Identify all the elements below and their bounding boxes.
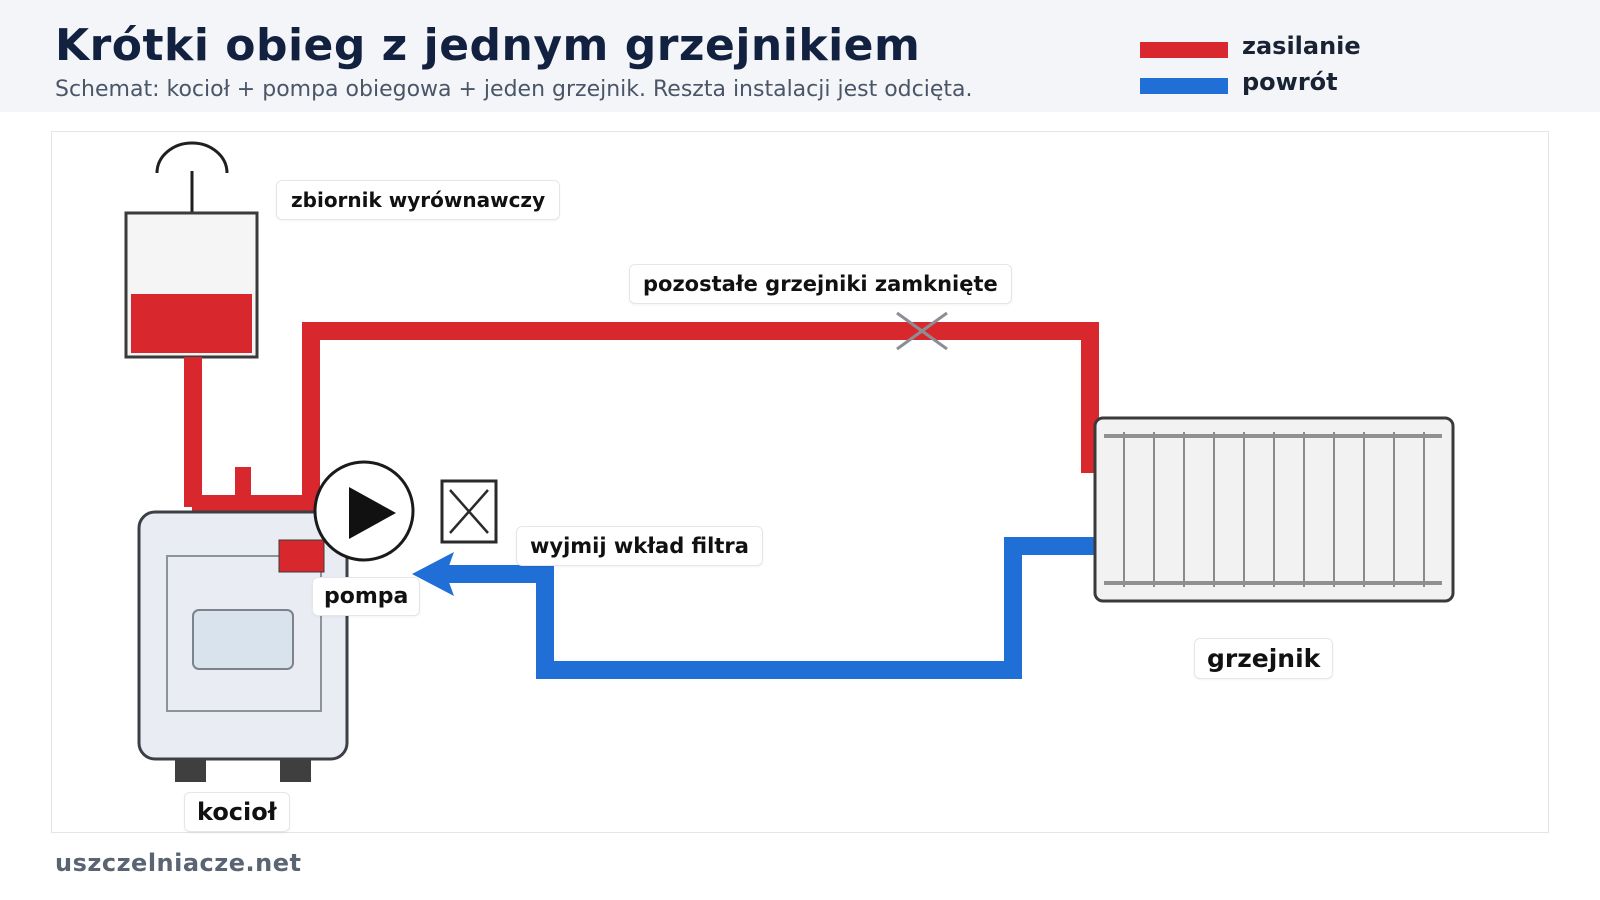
page-title: Krótki obieg z jednym grzejnikiem <box>55 20 921 71</box>
return-bottom-pipe <box>536 661 1022 679</box>
play-triangle-icon <box>349 487 396 539</box>
filter-cross-icon <box>440 479 498 544</box>
x-cross-icon <box>896 311 948 351</box>
supply-riser-pipe <box>302 322 320 511</box>
header: Krótki obieg z jednym grzejnikiem Schema… <box>0 0 1600 112</box>
legend-label-return: powrót <box>1242 68 1338 96</box>
tank-label: zbiornik wyrównawczy <box>276 180 561 220</box>
closed-radiators-label: pozostałe grzejniki zamknięte <box>629 264 1012 304</box>
arrow-left-icon <box>412 552 454 596</box>
return-down-pipe <box>1004 537 1022 677</box>
footer-brand: uszczelniacze.net <box>55 849 302 877</box>
boiler-connector <box>278 539 325 573</box>
return-up-pipe <box>536 565 554 679</box>
boiler-display <box>192 609 294 670</box>
boiler-top-pipe <box>192 495 315 511</box>
boiler-foot-left <box>175 758 206 782</box>
expansion-tank <box>124 141 259 359</box>
legend-label-supply: zasilanie <box>1242 32 1361 60</box>
supply-pipes <box>184 322 1099 511</box>
boiler-top-stub <box>235 467 251 501</box>
radiator-fins <box>1123 432 1425 587</box>
radiator-label: grzejnik <box>1194 638 1334 679</box>
page-subtitle: Schemat: kocioł + pompa obiegowa + jeden… <box>55 77 973 102</box>
boiler-foot-right <box>280 758 311 782</box>
return-inlet-pipe <box>440 565 554 583</box>
supply-top-pipe <box>302 322 1099 340</box>
boiler-label: kocioł <box>184 792 290 832</box>
filter-label: wyjmij wkład filtra <box>516 526 763 566</box>
pump-label: pompa <box>312 577 421 616</box>
return-pipes <box>412 537 1095 679</box>
tank-water-level <box>131 294 252 353</box>
pump <box>313 460 415 562</box>
tank-hook-icon <box>155 141 229 174</box>
boiler-panel <box>166 555 322 712</box>
tank-supply-pipe <box>184 357 202 507</box>
legend-swatch-return <box>1140 78 1228 94</box>
legend-swatch-supply <box>1140 42 1228 58</box>
boiler <box>137 510 349 782</box>
radiator <box>1093 416 1455 603</box>
radiator-return-pipe <box>1004 537 1095 555</box>
